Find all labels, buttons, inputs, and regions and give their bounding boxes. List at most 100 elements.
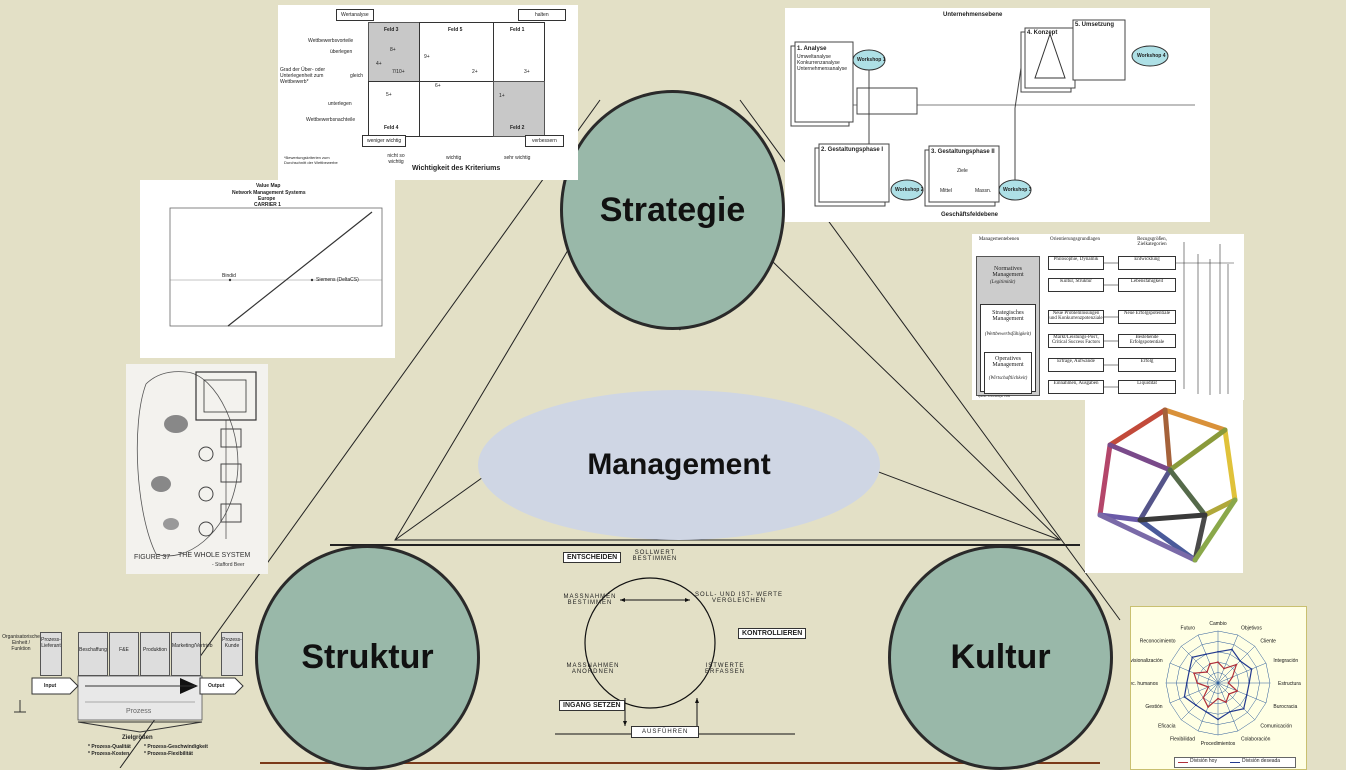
portfolio-point: 3+ bbox=[524, 69, 530, 75]
radar-series-deseada-point bbox=[1242, 707, 1245, 710]
portfolio-ylabel-1: Wettbewerbsvorteile bbox=[308, 38, 354, 44]
radar-series-hoy-point bbox=[1228, 693, 1230, 695]
feld2-cell bbox=[493, 81, 545, 137]
kontrollieren-box: KONTROLLIEREN bbox=[738, 628, 807, 639]
process-output: Output bbox=[208, 683, 225, 689]
radar-axis-label: Estructura bbox=[1278, 681, 1301, 687]
radar-axis-label: Burocracia bbox=[1273, 704, 1297, 710]
portfolio-tr-label: halten bbox=[518, 9, 566, 21]
portfolio-footnote: *Bewertungskriterien zum Durchschnitt de… bbox=[284, 155, 338, 165]
radar-axis-label: Futuro bbox=[1181, 626, 1196, 632]
mgmt-operativ-sub: (Wirtschaftlichkeit) bbox=[988, 376, 1028, 381]
radar-series-hoy-point bbox=[1225, 701, 1227, 704]
mgmt-right-box: Bestehende Erfolgspotentiale bbox=[1118, 334, 1176, 348]
mgmt-col3: Bezugsgrößen, Zielkategorien bbox=[1137, 237, 1167, 247]
feld1-cell bbox=[493, 22, 545, 82]
radar-series-deseada-point bbox=[1195, 704, 1197, 706]
process-col-fe: F&E bbox=[109, 632, 139, 676]
feld-mid-cell bbox=[419, 81, 494, 137]
management-ellipse: Management bbox=[478, 390, 880, 540]
feld3-label: Feld 3 bbox=[384, 27, 399, 33]
soll-ist-label: SOLL- UND IST- WERTE VERGLEICHEN bbox=[695, 592, 783, 604]
feld3-cell bbox=[368, 22, 420, 82]
portfolio-point: 4+ bbox=[376, 61, 382, 67]
portfolio-xlabel-2: wichtig bbox=[446, 155, 462, 161]
struktur-circle: Struktur bbox=[255, 545, 480, 770]
radar-spoke bbox=[1181, 682, 1219, 720]
portfolio-br-label: verbessern bbox=[525, 135, 564, 147]
radar-axis-label: Rec. humanos bbox=[1131, 681, 1158, 687]
radar-series-hoy-point bbox=[1236, 690, 1239, 692]
process-q3: * Prozess-Geschwindigkeit bbox=[144, 744, 208, 750]
value-map-point2: Siemens (DeltaCS) bbox=[316, 277, 359, 283]
massnahmen-anordnen-label: MASSNAHMEN ANORDNEN bbox=[566, 663, 620, 675]
radar-spoke bbox=[1197, 634, 1219, 684]
flow-analyse-item: Unternehmensanalyse bbox=[797, 66, 848, 72]
kultur-circle: Kultur bbox=[888, 545, 1113, 770]
process-left-label: Organisatorische Einheit / Funktion bbox=[2, 634, 40, 652]
flow-phase1: 2. Gestaltungsphase I bbox=[821, 147, 884, 153]
radar-series-deseada-point bbox=[1217, 718, 1219, 721]
portfolio-ylabel-3: Grad der Über- oder Unterlegenheit zum W… bbox=[280, 67, 326, 85]
flow-ziele: Ziele bbox=[957, 168, 968, 174]
value-map-plot bbox=[169, 207, 383, 327]
process-chart: Organisatorische Einheit / Funktion Proz… bbox=[0, 632, 256, 768]
feld2-label: Feld 2 bbox=[510, 125, 525, 131]
entscheiden-box: ENTSCHEIDEN bbox=[563, 552, 622, 563]
massnahmen-bestimmen-label: MASSNAHMEN BESTIMMEN bbox=[563, 594, 617, 606]
icosahedron-image bbox=[1085, 395, 1243, 573]
radar-series-hoy-point bbox=[1206, 671, 1208, 673]
portfolio-ylabel-5: unterlegen bbox=[328, 101, 352, 107]
radar-series-deseada-point bbox=[1205, 710, 1207, 713]
ausfuehren-box: AUSFÜHREN bbox=[631, 726, 700, 738]
sketch-drawing bbox=[136, 371, 257, 557]
radar-series-hoy-point bbox=[1227, 682, 1230, 684]
process-prozess: Prozess bbox=[126, 708, 152, 715]
radar-spoke bbox=[1217, 682, 1239, 732]
radar-series-deseada-point bbox=[1191, 656, 1194, 659]
radar-axis-label: Cliente bbox=[1260, 639, 1276, 645]
radar-series-deseada-point bbox=[1205, 653, 1207, 656]
mgmt-col1: Managementebenen bbox=[978, 237, 1020, 242]
value-map-subtitle2: Europe bbox=[258, 196, 276, 202]
radar-spoke bbox=[1217, 634, 1239, 684]
portfolio-xlabel-3: sehr wichtig bbox=[504, 155, 531, 161]
mgmt-right-box: Erfolg bbox=[1118, 358, 1176, 372]
radar-series-hoy-point bbox=[1217, 697, 1219, 700]
value-map-subtitle: Network Management Systems bbox=[232, 190, 306, 196]
portfolio-point: 6+ bbox=[435, 83, 441, 89]
radar-series-hoy-point bbox=[1223, 667, 1225, 670]
radar-plot: CambioObjetivosClienteIntegraciónEstruct… bbox=[1131, 621, 1301, 747]
flow-analyse-item: Umweltanalyse bbox=[797, 54, 831, 60]
process-q4: * Prozess-Flexibilität bbox=[144, 751, 193, 757]
feld4-label: Feld 4 bbox=[384, 125, 399, 131]
portfolio-ylabel-4: gleich bbox=[350, 73, 364, 79]
process-flow-diagram: Unternehmensebene 1. Analyse Umweltanaly… bbox=[785, 8, 1210, 222]
portfolio-point: 2+ bbox=[472, 69, 478, 75]
radar-axis-label: Flexibilidad bbox=[1170, 736, 1195, 742]
mgmt-normativ: Normatives Management bbox=[992, 266, 1024, 278]
process-input: Input bbox=[44, 683, 57, 689]
mgmt-levels-diagram: Managementebenen Orientierungsgrundlagen… bbox=[972, 234, 1244, 400]
mgmt-right-box: Entwicklung bbox=[1118, 256, 1176, 270]
feld4-cell bbox=[368, 81, 420, 137]
legend-hoy: División hoy bbox=[1190, 758, 1217, 764]
radar-series-hoy-point bbox=[1193, 672, 1195, 674]
flow-bottom-label: Geschäftsfeldebene bbox=[941, 212, 999, 218]
flow-workshop2: Workshop 2 bbox=[895, 187, 924, 193]
mgmt-col2: Orientierungsgrundlagen bbox=[1050, 237, 1100, 242]
radar-axis-label: Integración bbox=[1273, 658, 1298, 664]
mgmt-left-box: Erträge, Aufwände bbox=[1048, 358, 1104, 372]
mgmt-right-box: Neue Erfolgspotentiale bbox=[1118, 310, 1176, 324]
radar-series-hoy-point bbox=[1196, 682, 1199, 684]
radar-series-hoy-point bbox=[1207, 706, 1209, 708]
portfolio-ylabel-2: überlegen bbox=[330, 49, 353, 55]
mgmt-operativ-box bbox=[984, 352, 1032, 394]
mgmt-right-box: Lebensfähigkeit bbox=[1118, 278, 1176, 292]
flow-analyse: 1. Analyse bbox=[797, 46, 827, 52]
icosahedron-drawing bbox=[1097, 407, 1238, 563]
flow-lines bbox=[790, 19, 1195, 207]
process-col-produktion: Produktion bbox=[140, 632, 170, 676]
sollwert-label: SOLLWERT BESTIMMEN bbox=[632, 550, 678, 562]
portfolio-tl-label: Wertanalyse bbox=[336, 9, 374, 21]
